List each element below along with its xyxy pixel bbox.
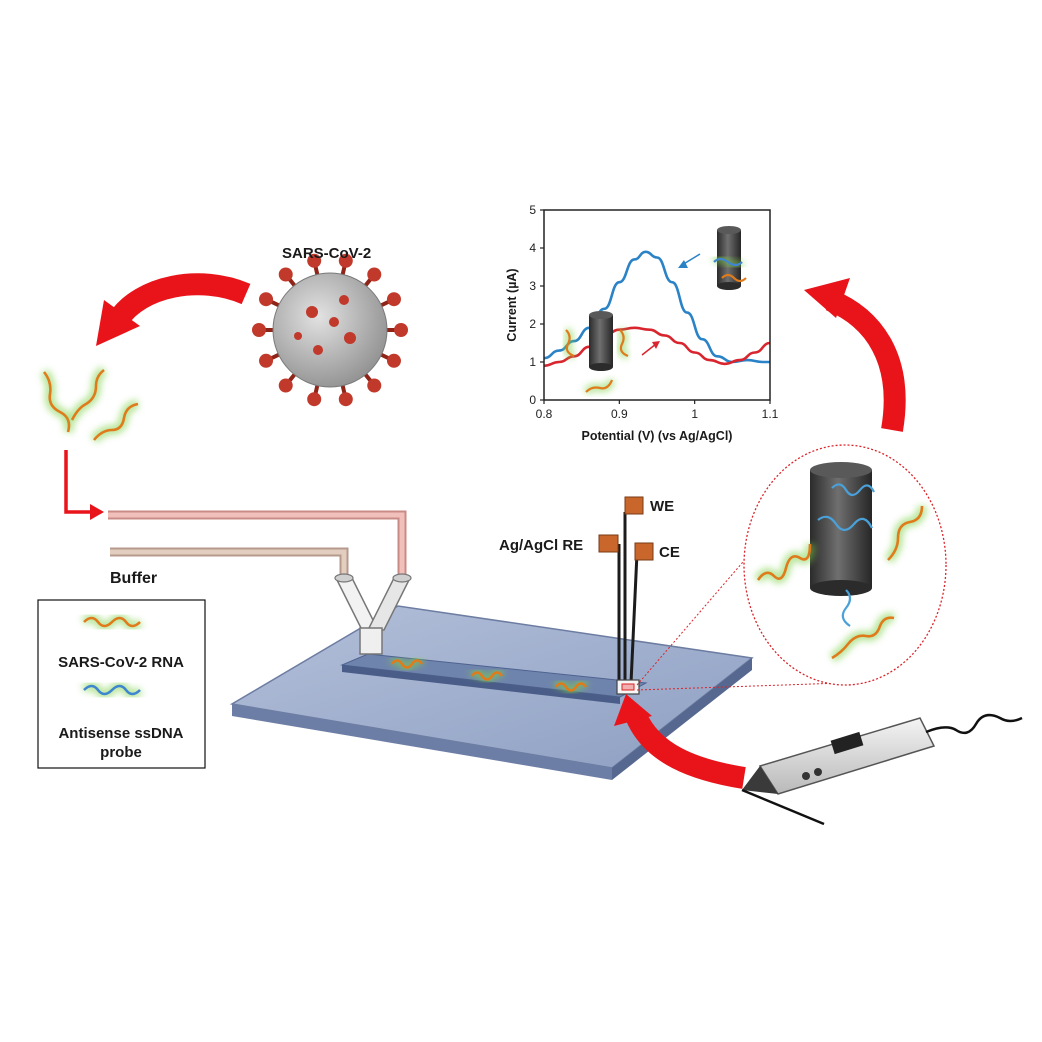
rna-strand bbox=[554, 682, 588, 692]
zoom-callout bbox=[636, 444, 947, 691]
x-tick-label: 1 bbox=[691, 407, 698, 421]
spike-protein bbox=[362, 370, 382, 393]
channel-strands bbox=[388, 656, 590, 695]
chart-inset-bare-electrode bbox=[562, 311, 630, 395]
probe-strand bbox=[817, 515, 873, 532]
spike-protein bbox=[278, 370, 298, 393]
microchannel-edge bbox=[342, 665, 620, 704]
y-tick-label: 2 bbox=[529, 317, 536, 331]
virus-label: SARS-CoV-2 bbox=[282, 245, 371, 262]
inlet-tubing bbox=[108, 510, 407, 578]
buffer-label: Buffer bbox=[110, 570, 157, 587]
spike-protein bbox=[377, 292, 401, 309]
rna-strand bbox=[565, 329, 575, 358]
re-label: Ag/AgCl RE bbox=[499, 537, 583, 554]
we-pad bbox=[624, 496, 644, 515]
rna-strand bbox=[390, 659, 424, 669]
y-connector bbox=[334, 573, 412, 655]
y-tick-label: 1 bbox=[529, 355, 536, 369]
rna-strand bbox=[756, 543, 812, 581]
pen-body bbox=[758, 717, 936, 795]
y-tick-label: 0 bbox=[529, 393, 536, 407]
red-series-line bbox=[543, 326, 771, 368]
y-axis-label: Current (µA) bbox=[505, 268, 519, 341]
x-axis-label: Potential (V) (vs Ag/AgCl) bbox=[582, 429, 733, 443]
legend-probe-label-line2: probe bbox=[100, 744, 142, 761]
arrows bbox=[64, 273, 906, 789]
detection-spot bbox=[621, 683, 635, 691]
red-indicator-arrow bbox=[641, 343, 657, 356]
rna-strand bbox=[585, 379, 614, 393]
ce-pad bbox=[634, 542, 654, 561]
pen-cable bbox=[925, 713, 1023, 735]
rna-strand bbox=[42, 371, 71, 433]
rna-strand bbox=[619, 329, 629, 358]
spike-protein bbox=[377, 351, 401, 368]
rna-strand bbox=[831, 616, 895, 660]
spike-protein bbox=[259, 351, 283, 368]
legend-rna-label: SARS-CoV-2 RNA bbox=[58, 654, 184, 671]
legend-rna-icon bbox=[83, 616, 141, 628]
chart-series bbox=[543, 250, 771, 368]
re-pad bbox=[598, 534, 619, 553]
legend-probe-icon bbox=[83, 684, 141, 696]
rna-strand bbox=[92, 402, 139, 441]
probe-strand bbox=[831, 483, 875, 497]
x-tick-label: 0.9 bbox=[611, 407, 628, 421]
pen-display bbox=[830, 731, 864, 755]
x-tick-label: 1.1 bbox=[762, 407, 779, 421]
ce-wire bbox=[629, 552, 639, 684]
electrode-to-chart-arrow bbox=[825, 289, 906, 432]
y-tick-labels: 0 1 2 3 4 5 bbox=[529, 203, 536, 407]
x-tick-labels: 0.8 0.9 1 1.1 bbox=[536, 407, 779, 421]
we-label: WE bbox=[650, 498, 674, 515]
probe-strand bbox=[713, 257, 743, 267]
y-tick-label: 3 bbox=[529, 279, 536, 293]
rna-strand bbox=[470, 671, 504, 681]
rna-to-chip-arrow bbox=[64, 450, 92, 514]
plot-frame bbox=[543, 209, 771, 401]
legend: SARS-CoV-2 RNA Antisense ssDNA probe bbox=[37, 599, 206, 769]
rna-strand bbox=[887, 505, 924, 561]
ce-label: CE bbox=[659, 544, 680, 561]
virus-body bbox=[272, 272, 388, 388]
released-rna bbox=[39, 366, 140, 444]
virus-particle bbox=[252, 253, 408, 407]
electrode-assembly bbox=[598, 496, 654, 695]
pen-to-electrode-arrow bbox=[625, 711, 746, 789]
spike-protein bbox=[362, 267, 382, 290]
spike-protein bbox=[278, 267, 298, 290]
chip-front-edge bbox=[232, 704, 612, 780]
spike-protein bbox=[259, 292, 283, 309]
y-tick-label: 4 bbox=[529, 241, 536, 255]
x-tick-label: 0.8 bbox=[536, 407, 553, 421]
sample-tube bbox=[108, 510, 407, 578]
rna-strand bbox=[70, 368, 105, 421]
voltammogram-chart: 0 1 2 3 4 5 0.8 0.9 1 1.1 Potential (V) (vs Ag/A… bbox=[505, 203, 779, 443]
probe-strand bbox=[841, 589, 852, 627]
spike-protein bbox=[384, 323, 408, 337]
chart-inset-probe-electrode bbox=[711, 226, 747, 290]
virus-to-rna-arrow bbox=[108, 273, 251, 327]
3d-pen bbox=[741, 713, 1023, 826]
virus-spikes bbox=[252, 253, 408, 407]
legend-probe-label-line1: Antisense ssDNA bbox=[58, 725, 183, 742]
rna-strand bbox=[721, 273, 747, 283]
y-tick-label: 5 bbox=[529, 203, 536, 217]
spike-protein bbox=[252, 323, 276, 337]
